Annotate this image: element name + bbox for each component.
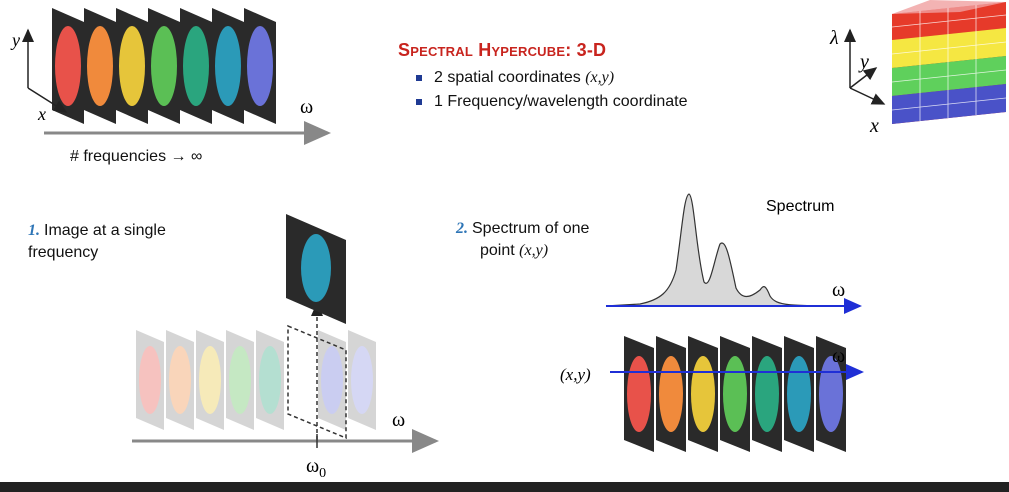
bullet-spatial-text: 2 spatial coordinates (434, 69, 581, 86)
p1-slice-5 (256, 330, 284, 430)
spectrum-title: Spectrum (766, 198, 834, 215)
p2-slice-2-disc (659, 356, 683, 432)
p1-slice-3-disc (199, 346, 221, 414)
p1-omega-label: ω (392, 409, 405, 431)
p2-slice-4-disc (723, 356, 747, 432)
bullet-frequency-text: 1 Frequency/wavelength coordinate (434, 93, 688, 110)
top-slice-4-disc (151, 26, 177, 106)
spectrum-curve (605, 193, 851, 307)
p2-xy-label: (x,y) (560, 365, 591, 384)
top-x-axis (27, 87, 68, 113)
p1-slice-2 (166, 330, 194, 430)
bottom-bar (0, 482, 1009, 492)
p1-extracted-disc (301, 234, 331, 302)
panel2-label-line2: point (480, 242, 515, 259)
panel1-faded-stack (136, 330, 376, 430)
p1-slice-1-disc (139, 346, 161, 414)
panel2-label: 2.Spectrum of one point (x,y) (456, 218, 589, 262)
top-omega-label: ω (300, 96, 313, 118)
cube-grid (891, 5, 1007, 121)
top-slice-1-disc (55, 26, 81, 106)
p1-slice-3 (196, 330, 224, 430)
p1-slice-5-disc (259, 346, 281, 414)
panel1-label: 1.Image at a single frequency (28, 220, 166, 264)
p1-omega0-main: ω (306, 455, 319, 477)
panel1-label-line1: Image at a single (44, 222, 166, 239)
cube-x-axis (849, 87, 886, 105)
p2-slice-1-disc (627, 356, 651, 432)
frequencies-caption: # frequencies → ∞ (70, 148, 203, 165)
panel2-number: 2. (456, 220, 468, 237)
top-x-label: x (37, 104, 46, 124)
bullet-spatial-coord: (x,y) (585, 69, 615, 86)
p2-slice-7-disc (819, 356, 843, 432)
p1-slice-4 (226, 330, 254, 430)
p1-slice-7-disc (321, 346, 343, 414)
top-slice-6-disc (215, 26, 241, 106)
cube-grid-line (891, 41, 1007, 55)
p2-omega-label: ω (832, 345, 845, 367)
cube-y-label: y (858, 51, 869, 73)
hypercube (891, 0, 1007, 124)
bullet-frequency: 1 Frequency/wavelength coordinate (414, 90, 688, 114)
cube-x-label: x (869, 115, 879, 137)
top-slice-stack (52, 8, 276, 124)
cube-lambda-label: λ (829, 27, 839, 49)
bullet-list: 2 spatial coordinates (x,y) 1 Frequency/… (414, 66, 688, 114)
panel1-label-line2: frequency (28, 244, 99, 261)
p1-slice-7 (318, 330, 346, 430)
top-slice-3-disc (119, 26, 145, 106)
panel2-coord: (x,y) (519, 242, 549, 259)
p1-selected-slice-outline (287, 324, 347, 440)
p1-slice-8 (348, 330, 376, 430)
p2-slice-6-disc (787, 356, 811, 432)
cube-y-axis (849, 67, 878, 89)
top-slice-7-disc (247, 26, 273, 106)
p1-slice-1 (136, 330, 164, 430)
p1-slice-4-disc (229, 346, 251, 414)
cube-grid-line (891, 97, 1007, 111)
p2-slice-3-disc (691, 356, 715, 432)
top-y-label: y (10, 30, 20, 50)
p2-slice-5-disc (755, 356, 779, 432)
slide-title: Spectral Hypercube: 3-D (398, 40, 607, 60)
p1-omega0-sub: 0 (319, 466, 326, 481)
p2-slice-stack (624, 336, 846, 452)
top-slice-5-disc (183, 26, 209, 106)
p1-slice-2-disc (169, 346, 191, 414)
bullet-spatial: 2 spatial coordinates (x,y) (414, 66, 688, 90)
cube-grid-line (891, 69, 1007, 83)
p1-slice-8-disc (351, 346, 373, 414)
top-slice-2-disc (87, 26, 113, 106)
cube-grid-line (891, 14, 1007, 28)
panel2-label-line1: Spectrum of one (472, 220, 590, 237)
p1-omega0-label: ω0 (306, 455, 326, 481)
spectrum-omega-label: ω (832, 279, 845, 301)
panel1-number: 1. (28, 222, 40, 239)
cube-top-face (892, 0, 1006, 14)
